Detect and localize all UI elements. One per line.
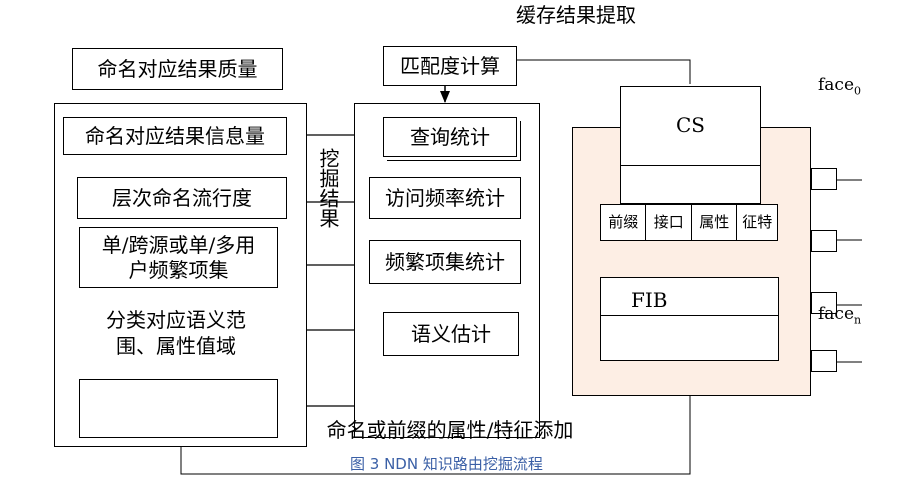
attr-add-label: 命名或前缀的属性/特征添加 [326, 418, 574, 442]
face-port-1 [811, 168, 837, 190]
facen-subscript: n [854, 313, 862, 327]
fib-box: FIB [600, 277, 779, 361]
quality-box: 命名对应结果质量 [72, 48, 283, 90]
left-item-info: 命名对应结果信息量 [63, 117, 287, 155]
right-item-query: 查询统计 [383, 117, 517, 157]
face-port-4 [811, 350, 837, 372]
face-port-3 [811, 292, 837, 314]
face-port-2 [811, 230, 837, 252]
face0-label: face0 [818, 74, 861, 99]
right-item-frequent: 频繁项集统计 [369, 240, 521, 284]
left-item-frequent-sets: 单/跨源或单/多用 户频繁项集 [79, 227, 278, 288]
left-item-frequent-sets-line2: 户频繁项集 [128, 257, 229, 282]
fib-label: FIB [601, 278, 778, 316]
cs-cell-attribute: 属性 [692, 205, 738, 240]
match-to-cs-line [445, 59, 691, 84]
left-item-frequent-sets-line1: 单/跨源或单/多用 [101, 232, 256, 257]
facen-label: facen [818, 303, 861, 328]
bottom-to-fib-arrow [180, 361, 695, 475]
left-item-empty [79, 379, 278, 438]
cs-cell-feature: 征特 [742, 213, 773, 231]
cs-box: CS [620, 86, 761, 166]
mining-result-label: 挖掘结果 [313, 148, 340, 228]
left-item-popularity: 层次命名流行度 [77, 177, 287, 219]
face0-subscript: 0 [854, 84, 862, 98]
facen-text: face [818, 304, 855, 324]
cs-inner-panel [620, 166, 761, 204]
figure-caption: 图 3 NDN 知识路由挖掘流程 [350, 455, 543, 473]
right-item-semantic: 语义估计 [383, 312, 519, 356]
left-item-semantic-range: 分类对应语义范 围、属性值域 [86, 307, 266, 359]
match-calc-box: 匹配度计算 [383, 46, 517, 86]
mining-result-text: 挖掘结果 [316, 148, 340, 228]
face0-text: face [818, 75, 855, 95]
cs-cell-interface: 接口 [646, 205, 692, 240]
left-item-semantic-range-line1: 分类对应语义范 [106, 308, 246, 332]
left-item-semantic-range-line2: 围、属性值域 [116, 334, 236, 358]
diagram-title: 缓存结果提取 [516, 3, 636, 27]
cs-table-row: 前缀 接口 属性 征特 [600, 204, 778, 241]
cs-label: CS [675, 113, 705, 137]
right-item-access: 访问频率统计 [369, 177, 521, 219]
cs-cell-prefix: 前缀 [601, 205, 647, 240]
